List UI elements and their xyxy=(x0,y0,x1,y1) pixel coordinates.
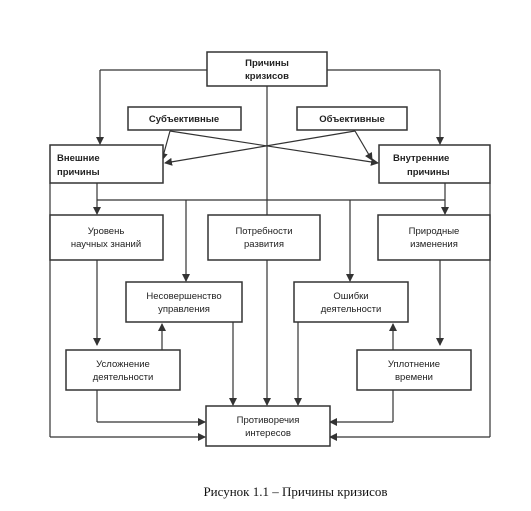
root-label-2: кризисов xyxy=(245,71,289,82)
box-external xyxy=(49,144,164,184)
box-internal xyxy=(378,144,491,184)
management-label-1: Несовершенство xyxy=(146,291,221,302)
complexity-label-2: деятельности xyxy=(93,372,154,383)
objective-label: Объективные xyxy=(319,114,385,125)
errors-label-2: деятельности xyxy=(321,304,382,315)
science-label-2: научных знаний xyxy=(71,239,141,250)
errors-label-1: Ошибки xyxy=(333,291,368,302)
contradictions-label-1: Противоречия xyxy=(237,415,300,426)
science-label-1: Уровень xyxy=(88,226,125,237)
external-label-1: Внешние xyxy=(57,153,100,164)
nature-label-1: Природные xyxy=(409,226,460,237)
root-label-1: Причины xyxy=(245,58,289,69)
box-errors xyxy=(293,281,409,323)
figure-caption: Рисунок 1.1 – Причины кризисов xyxy=(203,484,388,499)
subjective-label: Субъективные xyxy=(149,114,219,125)
internal-label-1: Внутренние xyxy=(393,153,449,164)
needs-label-1: Потребности xyxy=(235,226,292,237)
box-needs xyxy=(207,214,321,261)
time-label-1: Уплотнение xyxy=(388,359,440,370)
box-root xyxy=(206,51,328,87)
complexity-label-1: Усложнение xyxy=(96,359,150,370)
management-label-2: управления xyxy=(158,304,210,315)
box-management xyxy=(125,281,243,323)
box-complexity xyxy=(65,349,181,391)
nature-label-2: изменения xyxy=(410,239,458,250)
needs-label-2: развития xyxy=(244,239,284,250)
external-label-2: причины xyxy=(57,167,100,178)
box-nature xyxy=(377,214,491,261)
time-label-2: времени xyxy=(395,372,433,383)
box-science xyxy=(49,214,164,261)
internal-label-2: причины xyxy=(407,167,450,178)
contradictions-label-2: интересов xyxy=(245,428,291,439)
box-objective xyxy=(296,106,408,131)
box-time xyxy=(356,349,472,391)
box-contradictions xyxy=(205,405,331,447)
box-subjective xyxy=(127,106,242,131)
